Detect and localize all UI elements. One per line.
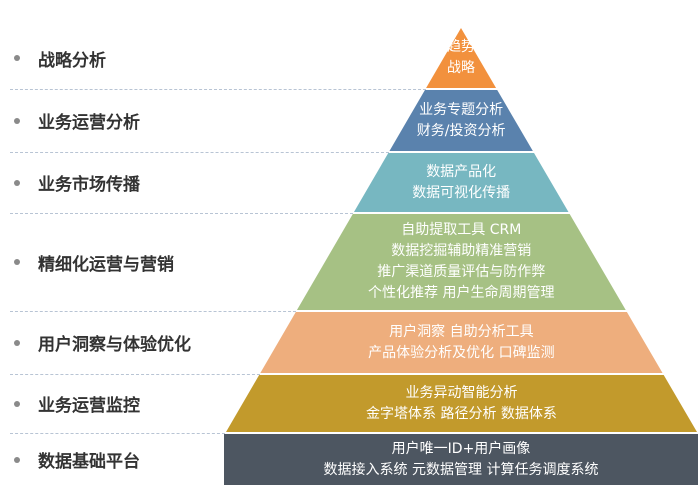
category-label: 数据基础平台 [38, 452, 140, 472]
tier-text-4: 自助提取工具 CRM 数据挖掘辅助精准营销推广渠道质量评估与防作弊个性化推荐 用户… [261, 220, 661, 304]
category-row: 战略分析 [14, 43, 274, 73]
category-row: 用户洞察与体验优化 [14, 328, 274, 358]
tier-text-2: 业务专题分析财务/投资分析 [261, 100, 661, 142]
category-row: 业务运营监控 [14, 389, 274, 419]
tier-text-1: 趋势战略 [261, 37, 661, 79]
pyramid-tier-6 [226, 375, 697, 432]
row-separator [10, 89, 426, 90]
row-separator [10, 433, 226, 434]
tier-line: 业务异动智能分析 [405, 384, 518, 401]
category-row: 数据基础平台 [14, 445, 274, 475]
tier-line: 数据产品化 [426, 163, 497, 180]
bullet-icon [14, 400, 20, 407]
tier-text-5: 用户洞察 自助分析工具产品体验分析及优化 口碑监测 [261, 322, 661, 364]
category-label: 业务运营分析 [38, 113, 140, 133]
category-label: 战略分析 [38, 50, 106, 71]
tier-line: 推广渠道质量评估与防作弊 [377, 264, 546, 280]
tier-line: 个性化推荐 用户生命周期管理 [368, 285, 555, 301]
row-separator [10, 311, 297, 312]
tier-line: 数据可视化传播 [412, 184, 511, 201]
category-label: 用户洞察与体验优化 [38, 335, 191, 355]
tier-text-7: 用户唯一ID+用户画像数据接入系统 元数据管理 计算任务调度系统 [261, 439, 661, 481]
tier-text-6: 业务异动智能分析金字塔体系 路径分析 数据体系 [261, 383, 661, 425]
pyramid-tier-7 [224, 434, 698, 485]
pyramid-tier-5 [260, 312, 663, 373]
bullet-icon [14, 179, 20, 186]
bullet-icon [14, 55, 20, 61]
tier-line: 数据挖掘辅助精准营销 [391, 243, 532, 259]
bullet-icon [14, 117, 20, 124]
tier-line: 用户洞察 自助分析工具 [389, 323, 534, 340]
pyramid-tier-3 [353, 153, 569, 212]
row-separator [10, 152, 389, 153]
row-separator [10, 213, 354, 214]
tier-line: 趋势 [447, 39, 476, 55]
tier-line: 用户唯一ID+用户画像 [391, 440, 531, 457]
tier-line: 数据接入系统 元数据管理 计算任务调度系统 [323, 461, 599, 478]
pyramid-tier-1 [426, 28, 497, 88]
tier-line: 业务专题分析 [419, 101, 504, 118]
tier-line: 金字塔体系 路径分析 数据体系 [366, 405, 557, 422]
category-label: 精细化运营与营销 [38, 254, 174, 275]
tier-text-3: 数据产品化数据可视化传播 [261, 162, 661, 204]
tier-line: 战略 [447, 60, 476, 76]
row-separator [10, 374, 260, 375]
pyramid-tier-4 [296, 214, 626, 310]
pyramid-tier-2 [389, 90, 533, 151]
category-row: 业务市场传播 [14, 168, 274, 198]
category-label: 业务运营监控 [38, 396, 140, 416]
bullet-icon [14, 339, 20, 346]
bullet-icon [14, 456, 20, 463]
tier-line: 产品体验分析及优化 口碑监测 [368, 344, 555, 361]
tier-line: 自助提取工具 CRM [401, 222, 522, 238]
category-row: 业务运营分析 [14, 106, 274, 136]
category-row: 精细化运营与营销 [14, 247, 274, 277]
tier-line: 财务/投资分析 [416, 122, 506, 139]
category-label: 业务市场传播 [38, 175, 140, 195]
bullet-icon [14, 259, 20, 265]
